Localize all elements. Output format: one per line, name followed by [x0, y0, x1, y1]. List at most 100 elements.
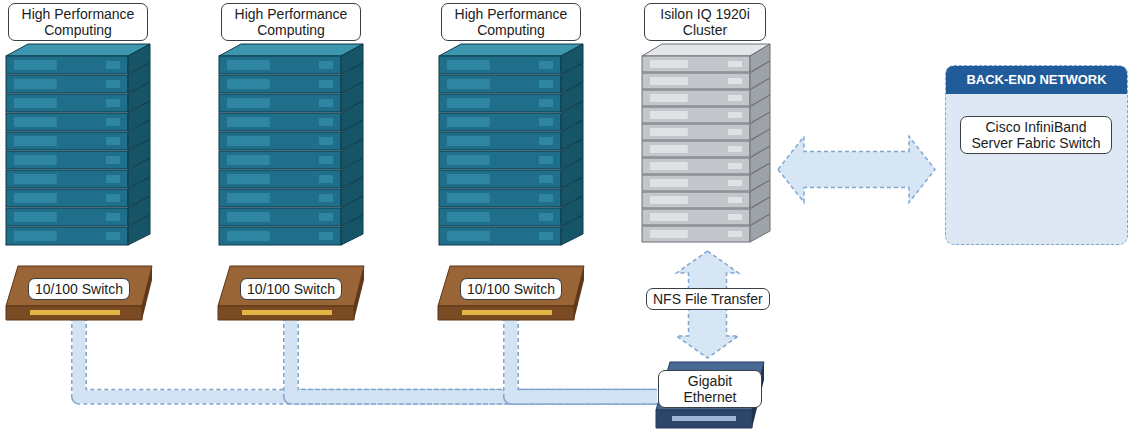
server-bezel [650, 94, 688, 102]
server-bezel [14, 193, 57, 203]
server-bay [106, 156, 120, 164]
server-bay [539, 194, 553, 202]
server-bay [539, 232, 553, 240]
server-unit [439, 189, 561, 207]
server-unit [219, 208, 341, 226]
server-bay [539, 156, 553, 164]
server-unit [642, 90, 750, 106]
server-unit [439, 227, 561, 245]
fat-arrow [778, 136, 935, 202]
server-unit [439, 132, 561, 150]
server-unit [219, 189, 341, 207]
server-bezel [650, 179, 688, 187]
gigabit-switch-icon [656, 362, 764, 428]
server-bezel [227, 174, 270, 184]
server-bay [319, 213, 333, 221]
server-bay [106, 213, 120, 221]
server-bezel [650, 128, 688, 136]
server-bay [728, 214, 742, 220]
server-bezel [447, 117, 490, 127]
switch-icon [6, 266, 152, 320]
server-bay [319, 175, 333, 183]
server-bezel [227, 231, 270, 241]
server-bezel [14, 136, 57, 146]
server-unit [642, 124, 750, 140]
server-bay [319, 80, 333, 88]
server-bezel [650, 162, 688, 170]
server-bezel [650, 196, 688, 204]
server-stack [642, 44, 770, 242]
server-bay [728, 180, 742, 186]
server-unit [439, 208, 561, 226]
server-bezel [227, 79, 270, 89]
server-bay [539, 61, 553, 69]
bus-band [291, 310, 657, 397]
node-label: High Performance Computing [441, 3, 581, 41]
bus-band [511, 310, 657, 397]
server-unit [642, 107, 750, 123]
server-bay [728, 61, 742, 67]
server-unit [6, 94, 128, 112]
server-unit [642, 158, 750, 174]
ethernet-switch: 10/100 Switch [6, 262, 152, 320]
server-unit [642, 175, 750, 191]
ethernet-switch: 10/100 Switch [438, 262, 584, 320]
node-label: High Performance Computing [8, 3, 148, 41]
stack-top [6, 44, 150, 56]
server-bezel [447, 60, 490, 70]
connector [79, 310, 657, 397]
server-unit [642, 209, 750, 225]
bus-outline [79, 310, 657, 397]
connector [291, 310, 657, 397]
connector [511, 310, 657, 397]
server-unit [219, 94, 341, 112]
server-bezel [14, 98, 57, 108]
server-bay [319, 118, 333, 126]
server-bezel [227, 155, 270, 165]
server-unit [439, 151, 561, 169]
server-unit [6, 56, 128, 74]
server-bay [539, 80, 553, 88]
server-unit [439, 170, 561, 188]
server-bay [319, 61, 333, 69]
storage-cluster: Isilon IQ 1920i Cluster [640, 3, 770, 245]
stack-top [642, 44, 770, 56]
server-bay [106, 175, 120, 183]
server-unit [642, 192, 750, 208]
node-label: 10/100 Switch [240, 278, 342, 300]
server-bezel [14, 174, 57, 184]
ethernet-switch: 10/100 Switch [218, 262, 364, 320]
server-bezel [447, 98, 490, 108]
server-unit [439, 94, 561, 112]
back-end-panel: BACK-END NETWORKCisco InfiniBand Server … [945, 65, 1128, 245]
server-unit [439, 113, 561, 131]
server-unit [6, 208, 128, 226]
hpc-cluster: High Performance Computing [217, 3, 365, 245]
server-bay [106, 137, 120, 145]
server-bezel [650, 111, 688, 119]
server-bezel [650, 230, 688, 238]
server-unit [642, 226, 750, 242]
server-bezel [447, 79, 490, 89]
server-bay [728, 112, 742, 118]
server-bay [106, 118, 120, 126]
node-label: 10/100 Switch [460, 278, 562, 300]
gigabit-switch: Gigabit Ethernet [655, 356, 765, 430]
server-bay [728, 197, 742, 203]
server-bezel [447, 136, 490, 146]
server-bezel [227, 136, 270, 146]
server-unit [219, 170, 341, 188]
server-unit [642, 141, 750, 157]
server-unit [6, 132, 128, 150]
server-unit [439, 75, 561, 93]
server-bay [728, 95, 742, 101]
server-unit [439, 56, 561, 74]
server-unit [219, 132, 341, 150]
server-side [128, 215, 150, 245]
server-bay [319, 232, 333, 240]
server-bay [319, 194, 333, 202]
server-bezel [14, 60, 57, 70]
server-unit [219, 56, 341, 74]
switch-icon [218, 266, 364, 320]
server-stack [439, 44, 583, 245]
